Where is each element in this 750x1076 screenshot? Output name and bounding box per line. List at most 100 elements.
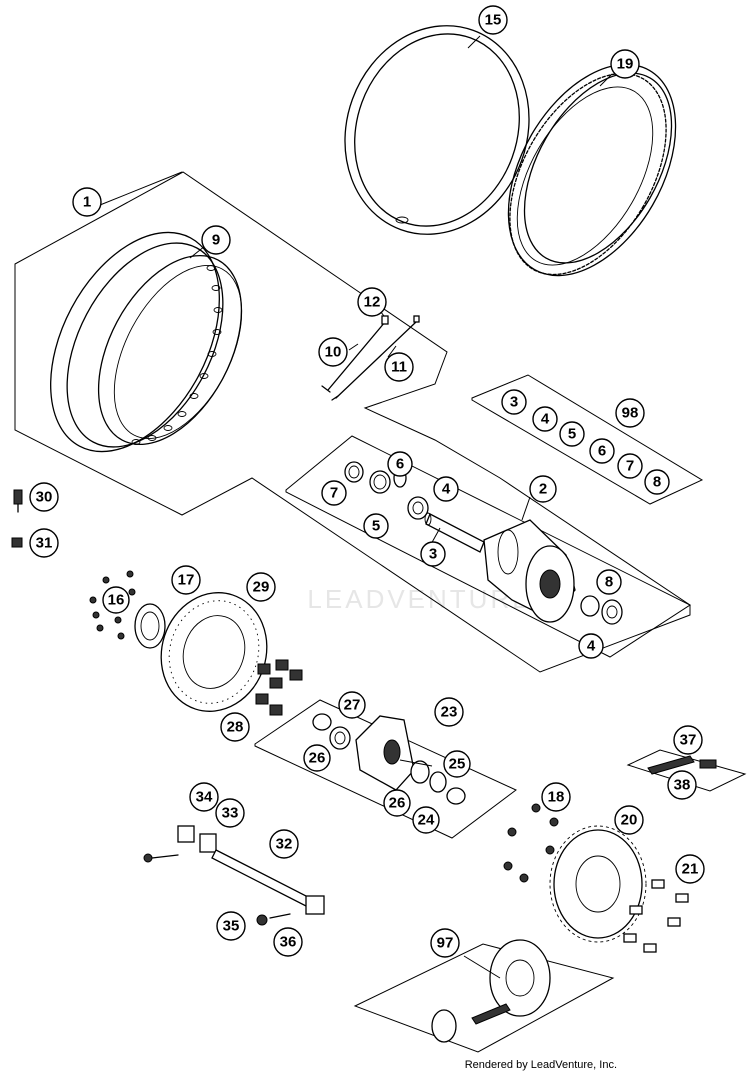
callout-6-kit: 6	[589, 438, 615, 464]
callout-8-kit: 8	[644, 469, 670, 495]
svg-text:27: 27	[344, 697, 361, 714]
callout-5-hub: 5	[363, 513, 389, 539]
sprocket-bolts	[623, 879, 689, 953]
callout-8-hub: 8	[596, 569, 622, 595]
svg-text:32: 32	[276, 836, 293, 853]
sprocket-nuts	[503, 803, 559, 883]
dampers	[255, 659, 303, 716]
callout-38: 38	[667, 770, 697, 800]
svg-text:33: 33	[222, 805, 239, 822]
svg-text:17: 17	[178, 572, 195, 589]
callout-4-hub: 4	[433, 476, 459, 502]
svg-text:9: 9	[212, 232, 220, 249]
svg-text:35: 35	[223, 918, 240, 935]
damper-hub-parts	[312, 713, 466, 805]
callout-2: 2	[529, 475, 557, 503]
svg-text:7: 7	[330, 485, 338, 502]
callout-30: 30	[29, 482, 59, 512]
callout-4-hub-right: 4	[578, 633, 604, 659]
callout-15: 15	[478, 5, 508, 35]
svg-text:38: 38	[674, 777, 691, 794]
svg-text:2: 2	[539, 481, 547, 498]
callout-23: 23	[434, 697, 464, 727]
callout-11: 11	[384, 352, 414, 382]
svg-text:34: 34	[196, 789, 213, 806]
svg-text:24: 24	[418, 812, 435, 829]
svg-text:4: 4	[587, 638, 596, 655]
svg-text:6: 6	[598, 443, 606, 460]
callout-10: 10	[318, 337, 348, 367]
svg-text:3: 3	[510, 394, 518, 411]
svg-text:23: 23	[441, 704, 458, 721]
svg-text:4: 4	[541, 411, 550, 428]
callout-35: 35	[216, 911, 246, 941]
callout-7-kit: 7	[617, 453, 643, 479]
rear-sprocket	[549, 825, 647, 943]
chain-kit-frame	[353, 943, 615, 1053]
svg-text:7: 7	[626, 458, 634, 475]
callout-16: 16	[102, 586, 130, 614]
callout-26-right: 26	[383, 789, 411, 817]
spokes	[321, 315, 420, 401]
svg-text:5: 5	[372, 518, 380, 535]
callout-21: 21	[675, 854, 705, 884]
svg-text:10: 10	[325, 344, 342, 361]
svg-text:15: 15	[485, 12, 502, 29]
svg-text:20: 20	[621, 812, 638, 829]
render-credit: Rendered by LeadVenture, Inc.	[464, 1059, 617, 1071]
svg-text:16: 16	[108, 592, 125, 609]
callout-4-kit: 4	[532, 406, 558, 432]
svg-text:98: 98	[622, 405, 639, 422]
chain-adjuster	[143, 825, 217, 863]
valve-parts	[11, 489, 23, 548]
callout-3-kit: 3	[501, 389, 527, 415]
callout-19: 19	[610, 49, 640, 79]
svg-text:36: 36	[280, 934, 297, 951]
svg-text:18: 18	[548, 789, 565, 806]
callout-37: 37	[673, 725, 703, 755]
leader-lines	[99, 35, 613, 979]
callout-24: 24	[412, 806, 440, 834]
callout-26-left: 26	[303, 744, 331, 772]
hub-parts	[344, 461, 623, 625]
svg-text:12: 12	[364, 294, 381, 311]
svg-text:37: 37	[680, 732, 697, 749]
rim	[50, 231, 243, 453]
callout-17: 17	[171, 565, 201, 595]
svg-text:11: 11	[391, 359, 407, 376]
svg-text:26: 26	[309, 750, 326, 767]
svg-text:8: 8	[653, 474, 661, 491]
axle-nut-parts	[256, 913, 291, 926]
callout-1: 1	[72, 187, 102, 217]
callout-31: 31	[29, 528, 59, 558]
chain	[647, 755, 717, 775]
disc-carrier	[134, 603, 166, 649]
watermark: LEADVENTURE	[307, 584, 532, 614]
svg-text:25: 25	[449, 756, 466, 773]
svg-text:31: 31	[36, 535, 53, 552]
svg-text:5: 5	[568, 426, 576, 443]
wheel-assembly-frame	[14, 171, 691, 673]
callout-3-hub: 3	[420, 541, 446, 567]
bearing-kit-frame	[471, 374, 704, 505]
callout-27: 27	[338, 691, 366, 719]
callout-36: 36	[273, 927, 303, 957]
svg-text:29: 29	[253, 579, 270, 596]
svg-text:19: 19	[617, 56, 634, 73]
svg-text:26: 26	[389, 795, 406, 812]
rim-spoke-holes	[131, 265, 223, 445]
axle	[211, 849, 325, 915]
svg-text:97: 97	[437, 935, 454, 952]
tire	[507, 63, 677, 277]
callout-25: 25	[443, 750, 471, 778]
svg-text:1: 1	[83, 194, 91, 211]
callout-7-hub: 7	[321, 480, 347, 506]
svg-text:8: 8	[605, 574, 613, 591]
callout-33: 33	[215, 798, 245, 828]
callout-97: 97	[430, 928, 460, 958]
chain-kit	[431, 939, 551, 1043]
callout-32: 32	[269, 829, 299, 859]
svg-text:30: 30	[36, 489, 53, 506]
callout-5-kit: 5	[559, 421, 585, 447]
